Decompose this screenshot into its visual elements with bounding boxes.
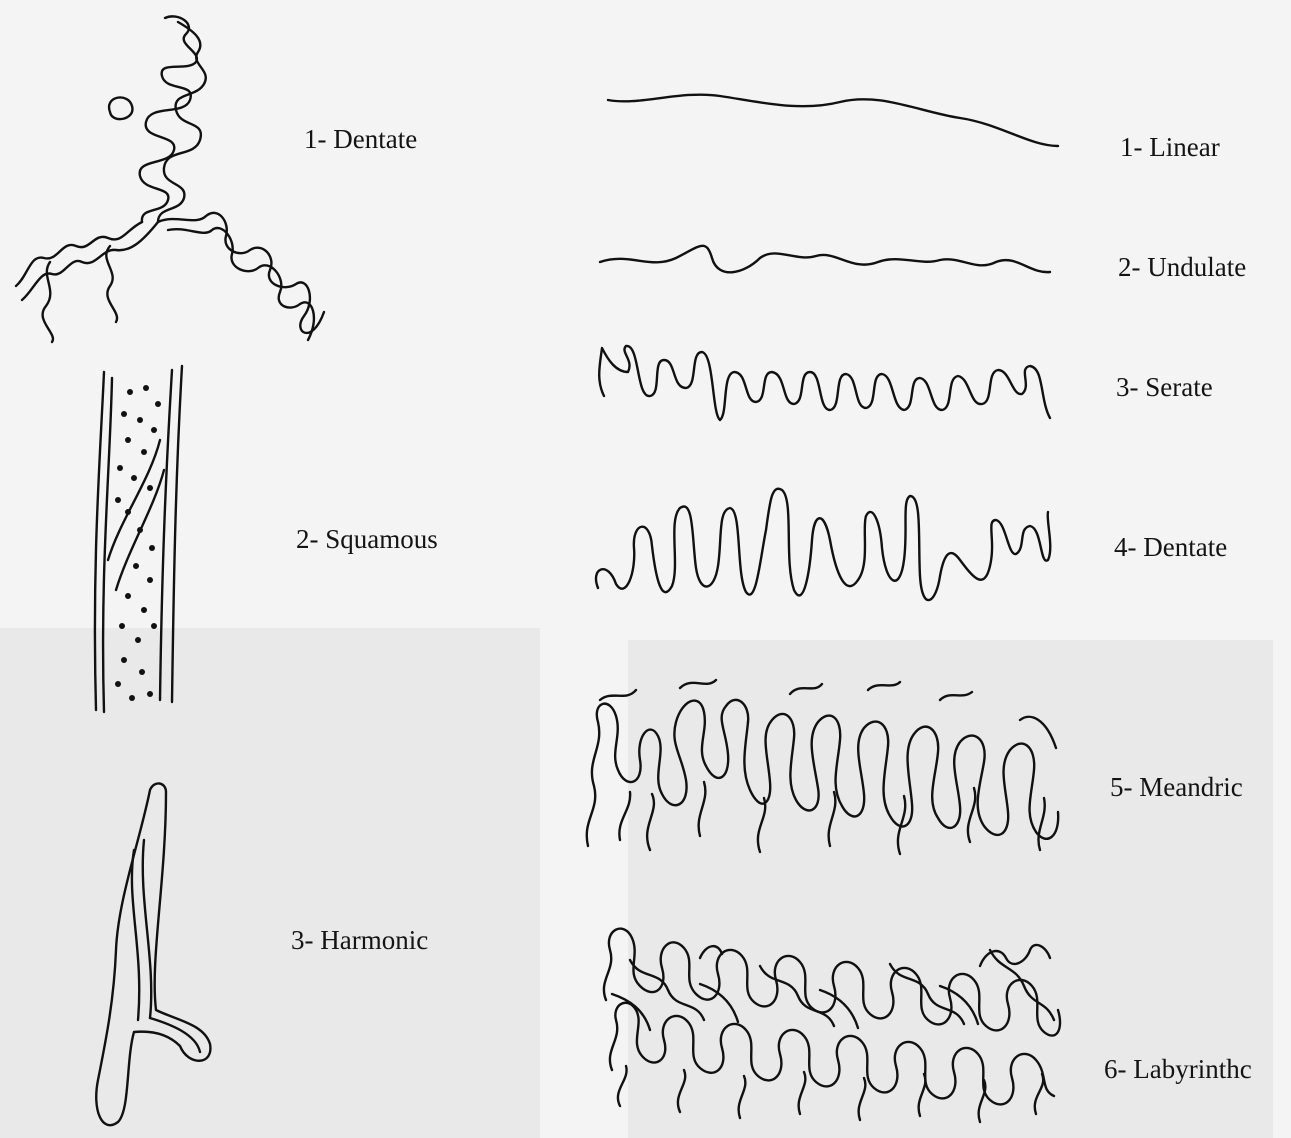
left-squamous-drawing	[95, 366, 182, 712]
label-name: Dentate	[1143, 532, 1227, 562]
harmonic-outline	[96, 783, 210, 1125]
label-name: Harmonic	[320, 925, 428, 955]
squamous-edge-right-outer	[172, 366, 182, 702]
label-left-squamous: 2- Squamous	[296, 526, 438, 553]
label-number: 5-	[1110, 772, 1133, 802]
label-name: Labyrinthc	[1133, 1054, 1251, 1084]
label-number: 3-	[291, 925, 314, 955]
label-number: 1-	[304, 124, 327, 154]
right-labyrinthc-drawing	[604, 929, 1060, 1122]
squamous-edge-left-inner	[103, 378, 112, 712]
label-name: Undulate	[1147, 252, 1246, 282]
left-dentate-drawing	[16, 16, 324, 342]
left-dentate-lobe-a	[109, 97, 132, 119]
label-right-serate: 3- Serate	[1116, 374, 1213, 401]
left-dentate-side-lobe	[106, 246, 117, 322]
left-dentate-branch-left	[16, 222, 142, 342]
label-number: 1-	[1120, 132, 1143, 162]
right-serate-drawing	[599, 346, 1050, 420]
left-harmonic-drawing	[96, 783, 210, 1125]
right-linear-drawing	[608, 95, 1058, 146]
right-dentate-drawing	[596, 489, 1050, 600]
label-name: Meandric	[1139, 772, 1242, 802]
label-name: Dentate	[333, 124, 417, 154]
label-right-meandric: 5- Meandric	[1110, 774, 1243, 801]
label-name: Squamous	[325, 524, 438, 554]
right-meandric-drawing	[587, 680, 1058, 854]
label-right-dentate: 4- Dentate	[1114, 534, 1227, 561]
label-number: 2-	[1118, 252, 1141, 282]
label-right-labyrinthc: 6- Labyrinthc	[1104, 1056, 1252, 1083]
label-right-linear: 1- Linear	[1120, 134, 1220, 161]
left-dentate-trunk	[140, 16, 197, 222]
label-name: Linear	[1149, 132, 1219, 162]
label-number: 2-	[296, 524, 319, 554]
left-dentate-branch-left-2	[22, 222, 158, 300]
label-number: 4-	[1114, 532, 1137, 562]
harmonic-fork-line	[150, 1018, 200, 1052]
left-dentate-branch-right-2	[168, 228, 314, 340]
label-number: 6-	[1104, 1054, 1127, 1084]
harmonic-inner-line-1	[132, 850, 139, 1020]
squamous-edge-right-inner	[160, 370, 172, 700]
right-undulate-drawing	[600, 246, 1050, 273]
label-left-dentate: 1- Dentate	[304, 126, 417, 153]
label-right-undulate: 2- Undulate	[1118, 254, 1246, 281]
label-number: 3-	[1116, 372, 1139, 402]
label-left-harmonic: 3- Harmonic	[291, 927, 428, 954]
harmonic-inner-line-2	[143, 840, 151, 1018]
label-name: Serate	[1145, 372, 1212, 402]
